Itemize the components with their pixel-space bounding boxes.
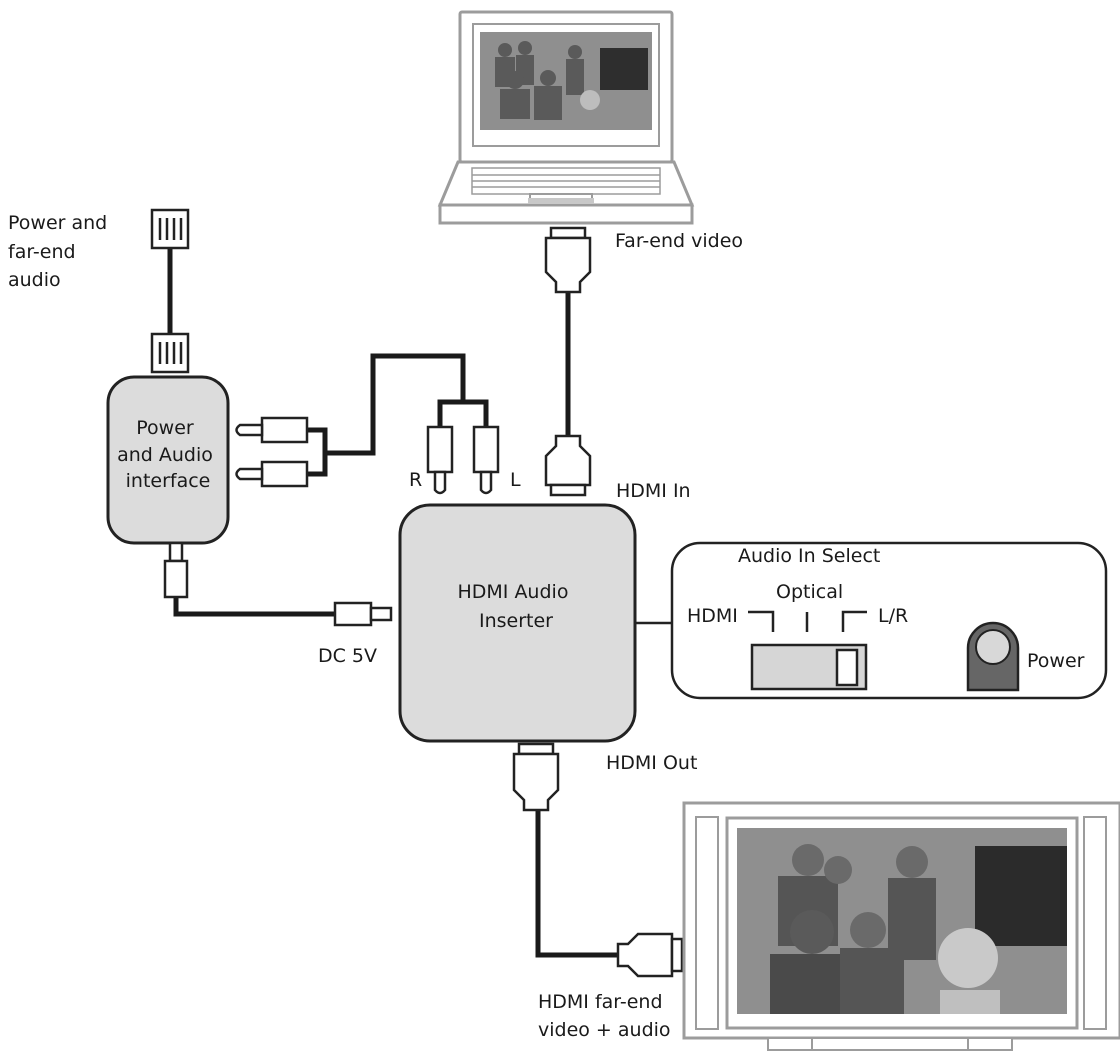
cable-rca-upper [305, 353, 466, 456]
power-audio-interface-label: Power and Audio interface [117, 417, 219, 492]
television-icon [682, 801, 1120, 1051]
power-label: Power [1027, 650, 1085, 672]
laptop-icon [437, 10, 695, 225]
cable-hdmi-out [535, 808, 620, 958]
rca-plug-icon [235, 416, 309, 444]
hdmi-plug-icon [544, 434, 592, 497]
dc-barrel-plug-icon [333, 601, 393, 627]
hdmi-plug-icon [512, 742, 560, 812]
audio-in-select-switch[interactable] [750, 643, 868, 691]
laptop-photo-people [495, 41, 648, 120]
rca-right-label: R [409, 469, 422, 491]
laptop-keyboard [471, 167, 661, 195]
hdmi-in-label: HDMI In [616, 480, 691, 502]
audio-in-select-label: Audio In Select [738, 545, 880, 567]
hdmi-switch-label: HDMI [687, 605, 738, 627]
switch-position-marks [748, 610, 867, 632]
cable-dc-5v [173, 596, 335, 617]
rca-plug-icon [235, 460, 309, 488]
rca-left-label: L [510, 469, 521, 491]
tv-photo-people [770, 844, 1067, 1014]
power-audio-interface-box [106, 375, 230, 545]
hdmi-audio-inserter-label: HDMI Audio Inserter [457, 581, 574, 632]
dc-5v-label: DC 5V [318, 645, 377, 667]
switch-slider-knob[interactable] [835, 648, 859, 687]
hdmi-plug-icon [616, 932, 684, 978]
hdmi-out-label: HDMI Out [606, 752, 697, 774]
cable-rca-split [437, 399, 489, 428]
hdmi-plug-icon [544, 226, 592, 294]
hdmi-far-end-video-audio-label: HDMI far-end video + audio [538, 991, 671, 1041]
rca-plug-icon [472, 425, 500, 495]
power-far-end-audio-label: Power and far-end audio [8, 212, 113, 291]
optical-label: Optical [776, 581, 843, 603]
hdmi-audio-inserter-box [398, 503, 637, 743]
dc-barrel-plug-icon [163, 541, 189, 599]
rj-plug-icon [150, 332, 190, 374]
rj-plug-icon [150, 208, 190, 250]
far-end-video-label: Far-end video [615, 230, 743, 252]
rca-plug-icon [426, 425, 454, 495]
cable-rca-lower [305, 453, 328, 477]
power-button-icon[interactable] [966, 621, 1020, 692]
lr-switch-label: L/R [878, 605, 908, 627]
cables [167, 248, 672, 958]
